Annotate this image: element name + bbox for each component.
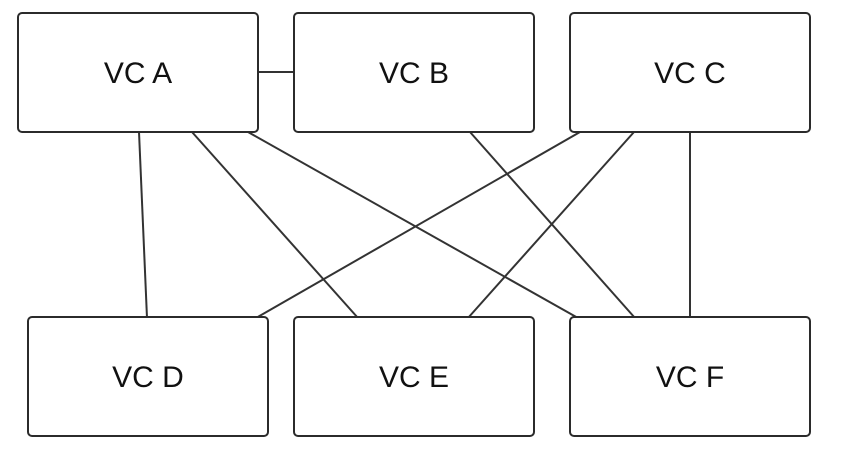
node-vc-c-label: VC C — [654, 57, 726, 90]
node-vc-d[interactable]: VC D — [27, 316, 269, 437]
node-vc-d-label: VC D — [112, 361, 184, 394]
node-vc-c-box — [569, 12, 811, 133]
edge-c-e — [467, 131, 635, 319]
node-vc-e-label: VC E — [379, 361, 449, 394]
node-vc-b-label: VC B — [379, 57, 449, 90]
node-vc-f-label: VC F — [656, 361, 724, 394]
node-vc-a-label: VC A — [104, 57, 172, 90]
node-vc-d-box — [27, 316, 269, 437]
edge-a-e — [191, 131, 359, 319]
node-vc-e[interactable]: VC E — [293, 316, 535, 437]
edge-c-d — [255, 131, 581, 319]
edge-b-f — [469, 131, 636, 319]
node-vc-e-box — [293, 316, 535, 437]
node-vc-a-box — [17, 12, 259, 133]
edge-a-d — [138, 131, 148, 319]
node-vc-f-box — [569, 316, 811, 437]
node-vc-c[interactable]: VC C — [569, 12, 811, 133]
node-vc-b-box — [293, 12, 535, 133]
node-vc-f[interactable]: VC F — [569, 316, 811, 437]
node-vc-b[interactable]: VC B — [293, 12, 535, 133]
edges — [138, 71, 691, 319]
edge-a-f — [247, 131, 579, 319]
node-vc-a[interactable]: VC A — [17, 12, 259, 133]
